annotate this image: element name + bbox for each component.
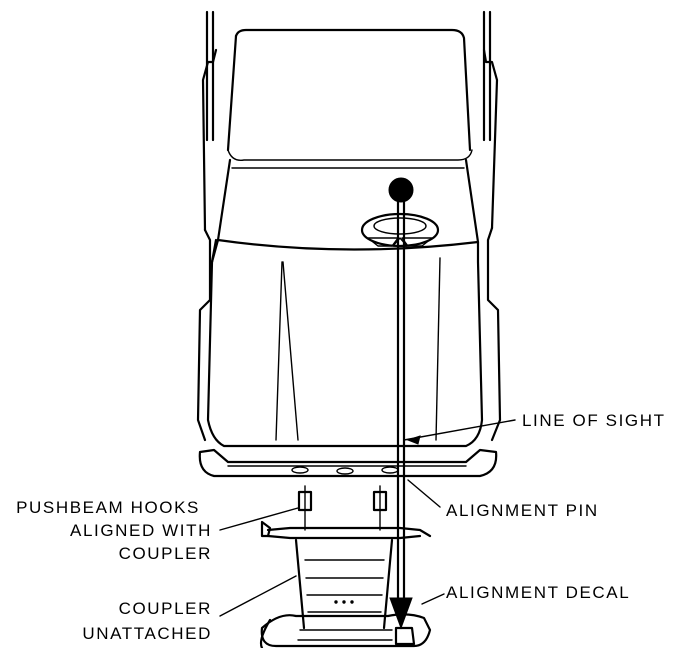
label-coupler-line-1: COUPLER [119,599,212,618]
line-of-sight-indicator [388,177,414,630]
leader-coupler [219,575,297,617]
label-pushbeam-line-1: PUSHBEAM HOOKS [16,498,200,517]
vehicle-upper-body [201,28,499,232]
coupler-frame [260,520,432,630]
label-pushbeam-line-3: COUPLER [119,544,212,563]
handle-rails [205,10,492,142]
vehicle-front-body [206,238,484,448]
label-coupler-line-2: UNATTACHED [82,624,212,643]
label-pushbeam-line-2: ALIGNED WITH [70,521,212,540]
front-bumper [198,448,498,478]
alignment-decal [394,626,416,646]
label-alignment-pin: ALIGNMENT PIN [446,501,599,520]
leader-arrow-los [406,435,421,445]
sight-dot [388,177,414,203]
leader-alignment-pin [407,479,441,508]
pushbeam-hooks [297,485,388,531]
leader-lines [219,419,516,617]
label-line-of-sight: LINE OF SIGHT [522,411,666,430]
steering-handle [360,212,440,248]
sight-arrowhead [389,597,413,630]
leader-pushbeam [219,507,299,531]
label-alignment-decal: ALIGNMENT DECAL [446,583,630,602]
leader-alignment-decal [421,593,445,605]
side-guards [196,226,502,442]
leader-line-of-sight [403,419,516,441]
control-deck [216,158,480,251]
coupler-foot [259,613,432,648]
